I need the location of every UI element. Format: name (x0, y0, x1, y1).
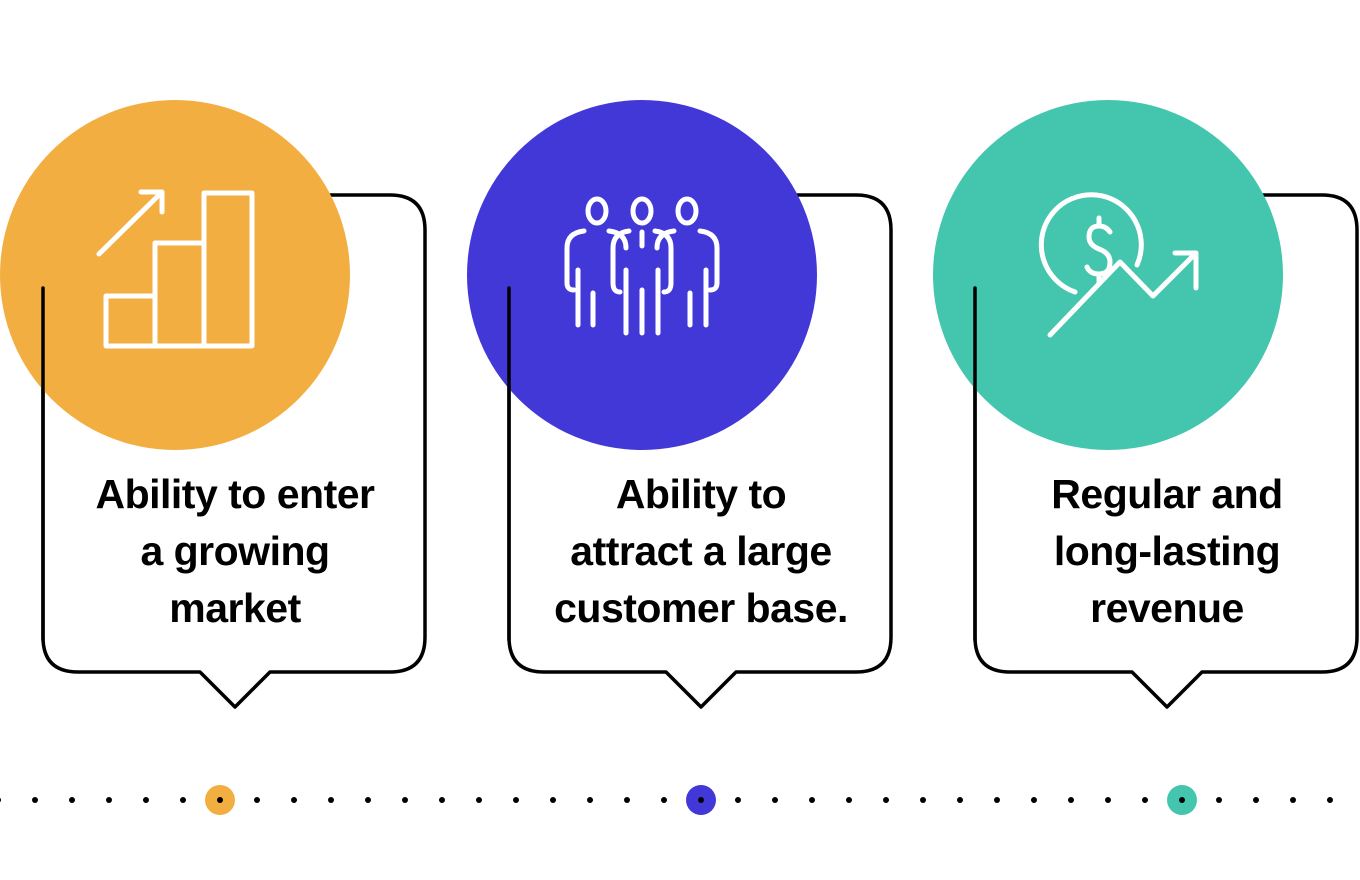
timeline-dot (957, 797, 963, 803)
label-line: a growing (140, 528, 330, 574)
label-line: market (169, 585, 301, 631)
card-1-label: Ability to enter a growing market (45, 466, 425, 637)
bar-chart-growth-icon (96, 189, 255, 349)
timeline-dot (550, 797, 556, 803)
people-group-icon (564, 196, 720, 336)
timeline-dot (1105, 797, 1111, 803)
timeline-dot (1031, 797, 1037, 803)
timeline-dot (291, 797, 297, 803)
timeline-dot (809, 797, 815, 803)
timeline-dot (439, 797, 445, 803)
timeline-dot (106, 797, 112, 803)
card-2-label: Ability to attract a large customer base… (511, 466, 891, 637)
timeline-dot (365, 797, 371, 803)
timeline-dot (1253, 797, 1259, 803)
timeline-dot (1327, 797, 1333, 803)
timeline-dot (735, 797, 741, 803)
card-1 (0, 100, 427, 709)
timeline-dot (143, 797, 149, 803)
timeline-dot (661, 797, 667, 803)
label-line: Regular and (1051, 471, 1283, 517)
dollar-revenue-trend-icon (1038, 192, 1199, 338)
timeline-dot (217, 797, 223, 803)
timeline-dot (1142, 797, 1148, 803)
timeline-dot (254, 797, 260, 803)
timeline-dot (1290, 797, 1296, 803)
timeline-dot (32, 797, 38, 803)
timeline-dot (328, 797, 334, 803)
label-line: attract a large (570, 528, 832, 574)
timeline-dot (772, 797, 778, 803)
label-line: Ability to enter (95, 471, 375, 517)
timeline-dot (476, 797, 482, 803)
timeline-dot (920, 797, 926, 803)
timeline-dot (994, 797, 1000, 803)
card-3-label: Regular and long-lasting revenue (977, 466, 1357, 637)
timeline-dot (513, 797, 519, 803)
card-3 (933, 100, 1359, 709)
label-line: long-lasting (1053, 528, 1281, 574)
icon-circle (0, 100, 350, 450)
label-line: Ability to (615, 471, 787, 517)
timeline (0, 785, 1333, 815)
timeline-dot (69, 797, 75, 803)
timeline-dot (402, 797, 408, 803)
label-line: customer base. (554, 585, 848, 631)
timeline-dot (698, 797, 704, 803)
timeline-dot (1068, 797, 1074, 803)
timeline-dot (883, 797, 889, 803)
icon-circle (467, 100, 817, 450)
timeline-dot (0, 797, 1, 803)
card-2 (467, 100, 893, 709)
timeline-dot (624, 797, 630, 803)
label-line: revenue (1090, 585, 1244, 631)
timeline-dot (846, 797, 852, 803)
timeline-dot (180, 797, 186, 803)
timeline-dot (1179, 797, 1185, 803)
timeline-dot (587, 797, 593, 803)
timeline-dot (1216, 797, 1222, 803)
